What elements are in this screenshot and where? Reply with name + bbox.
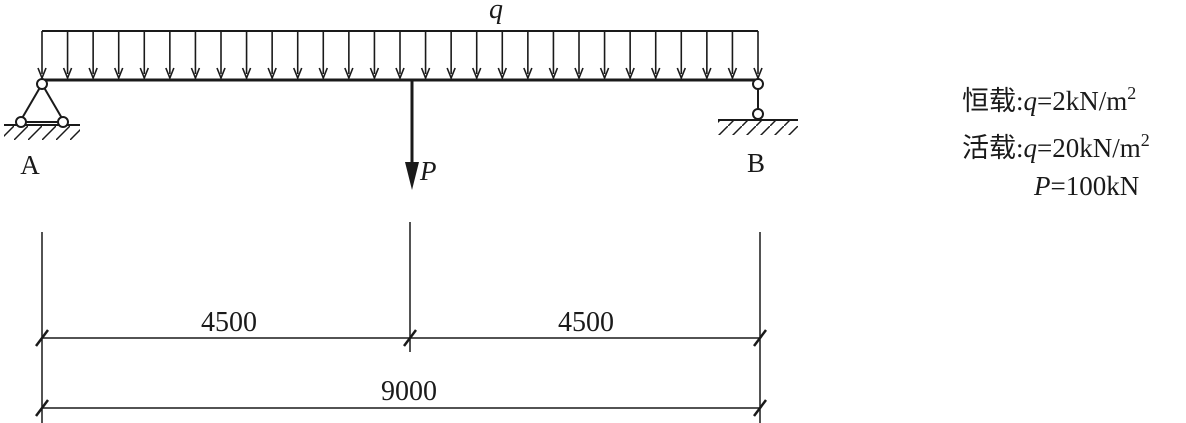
point-load-line: P=100kN <box>1034 173 1139 200</box>
dead-load-value: =2kN/m <box>1037 86 1128 116</box>
point-load <box>405 80 419 190</box>
point-load-symbol: P <box>1034 171 1051 201</box>
live-load-symbol: q <box>1023 133 1038 163</box>
load-arrow-head <box>139 67 150 81</box>
load-arrow-head <box>267 67 277 81</box>
point-load-value: =100kN <box>1050 171 1140 201</box>
load-arrow-head <box>395 67 405 81</box>
load-arrows <box>37 31 763 81</box>
dimension-line-total <box>35 399 767 417</box>
load-arrow-head <box>471 67 482 81</box>
live-load-line: 活载:q=20kN/m2 <box>962 131 1150 162</box>
load-arrow-head <box>241 67 252 81</box>
live-load-prefix: 活载: <box>962 133 1024 163</box>
live-load-value: =20kN/m <box>1037 133 1141 163</box>
dead-load-prefix: 恒载: <box>962 86 1024 116</box>
load-arrow-head <box>420 67 431 81</box>
support-a-label: A <box>20 150 40 180</box>
load-arrow-head <box>727 67 738 81</box>
load-label: q <box>489 0 503 25</box>
load-arrow-head <box>574 67 584 81</box>
load-arrow-head <box>625 67 635 81</box>
distributed-load <box>37 30 763 81</box>
load-arrow-head <box>344 67 354 81</box>
load-arrow-head <box>523 67 533 81</box>
extension-lines <box>41 222 761 423</box>
point-load-label: P <box>419 156 437 186</box>
load-arrow-head <box>292 67 303 81</box>
dimension-line-spans <box>35 329 767 347</box>
right-span-label: 4500 <box>558 307 614 338</box>
load-arrow-head <box>113 67 124 81</box>
load-arrow-head <box>318 67 329 81</box>
load-arrow-head <box>88 67 98 81</box>
roller-support-b <box>718 78 798 135</box>
left-span-label: 4500 <box>201 307 257 338</box>
support-b-label: B <box>747 148 765 178</box>
dead-load-line: 恒载:q=2kN/m2 <box>962 84 1136 115</box>
load-arrow-head <box>190 67 201 81</box>
load-arrow-head <box>62 67 73 81</box>
load-arrow-head <box>165 67 175 81</box>
load-arrow-head <box>676 67 687 81</box>
load-arrow-head <box>548 67 559 81</box>
load-arrow-head <box>497 67 508 81</box>
dead-load-symbol: q <box>1023 86 1038 116</box>
live-load-exponent: 2 <box>1140 130 1150 150</box>
dead-load-exponent: 2 <box>1127 83 1137 103</box>
load-arrow-head <box>599 67 610 81</box>
load-arrow-head <box>702 67 712 81</box>
load-arrow-head <box>216 67 226 81</box>
load-arrow-head <box>650 67 661 81</box>
pin-support-a <box>4 78 80 140</box>
load-arrow-head <box>446 67 456 81</box>
total-span-label: 9000 <box>381 376 437 407</box>
load-arrow-head <box>369 67 380 81</box>
